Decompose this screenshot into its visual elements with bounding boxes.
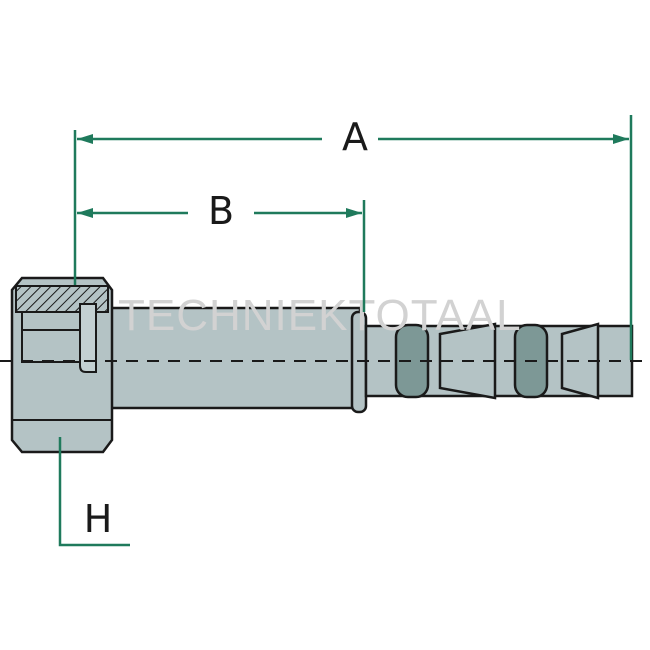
fitting-tube [102, 306, 362, 410]
dimension-h-leader [58, 437, 130, 547]
hose-barb-2 [560, 322, 600, 400]
dimension-b-label: B [208, 189, 234, 233]
dimension-a-label: A [342, 115, 368, 159]
dimension-h-label: H [84, 497, 113, 541]
dimension-lines [58, 115, 633, 547]
fitting-body [0, 276, 650, 454]
watermark: TECHNIEKTOTAAL [118, 291, 522, 340]
